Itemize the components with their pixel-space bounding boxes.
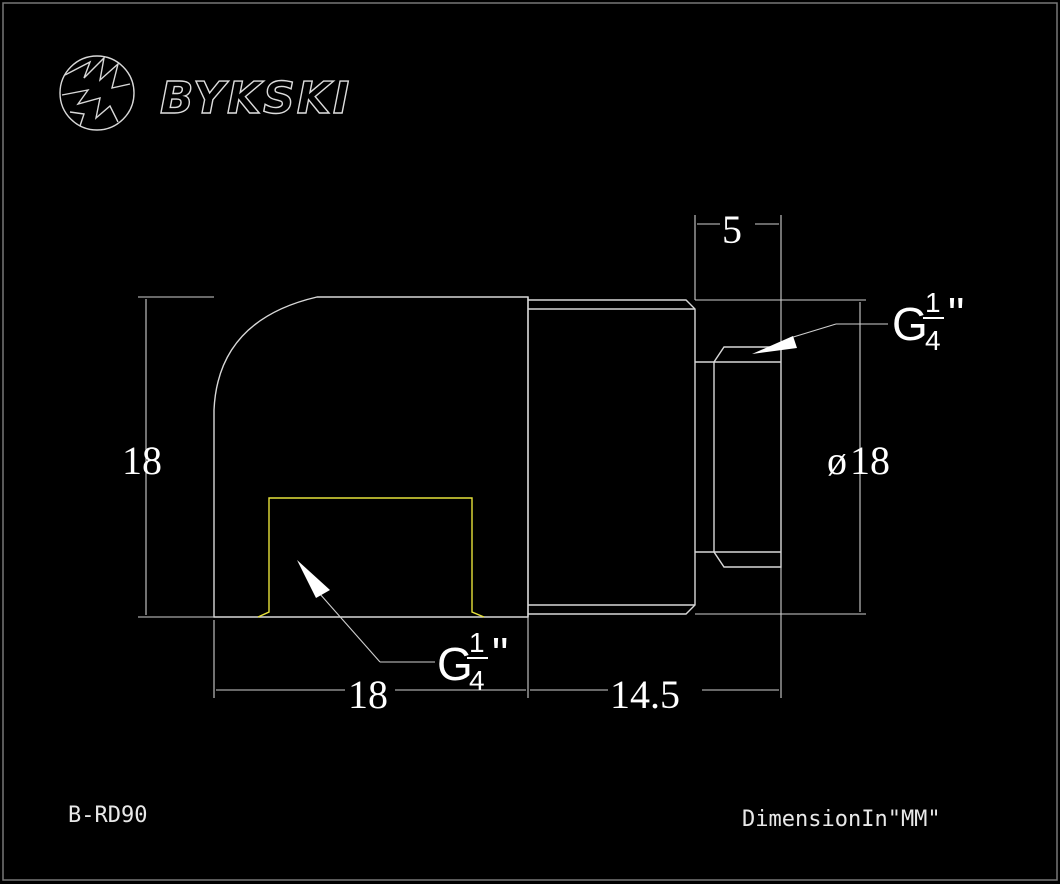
male-thread-section: [695, 346, 782, 568]
thread-numerator: 1: [469, 627, 485, 658]
thread-callout-leaders: [297, 323, 888, 663]
brand-logo-text: BYKSKI: [160, 73, 351, 124]
dim-diameter-right: 18: [850, 438, 890, 483]
dim-bottom-left: 18: [348, 672, 388, 717]
thread-suffix: ": [492, 628, 508, 680]
leader-arrow-icon: [752, 336, 797, 354]
thread-numerator: 1: [925, 287, 941, 318]
internal-thread-outline: [257, 497, 485, 618]
dimension-lines: [138, 215, 866, 698]
thread-prefix: G: [892, 298, 928, 350]
model-number: B-RD90: [68, 803, 147, 828]
diameter-symbol: ø: [827, 438, 847, 483]
elbow-body: [213, 296, 529, 618]
hex-section: [527, 297, 696, 617]
thread-prefix: G: [437, 638, 473, 690]
bykski-logo: BYKSKI: [59, 55, 351, 131]
thread-callout-top: G 1 4 ": [892, 287, 964, 356]
dim-bottom-right: 14.5: [610, 672, 680, 717]
thread-denominator: 4: [469, 665, 485, 696]
dim-height-left: 18: [122, 438, 162, 483]
dim-top-width: 5: [722, 207, 742, 252]
dragon-emblem-icon: [59, 55, 135, 131]
leader-arrow-icon: [297, 560, 330, 598]
thread-denominator: 4: [925, 325, 941, 356]
units-note: DimensionIn"MM": [742, 807, 941, 832]
thread-suffix: ": [948, 288, 964, 340]
thread-callout-bottom: G 1 4 ": [437, 627, 508, 696]
